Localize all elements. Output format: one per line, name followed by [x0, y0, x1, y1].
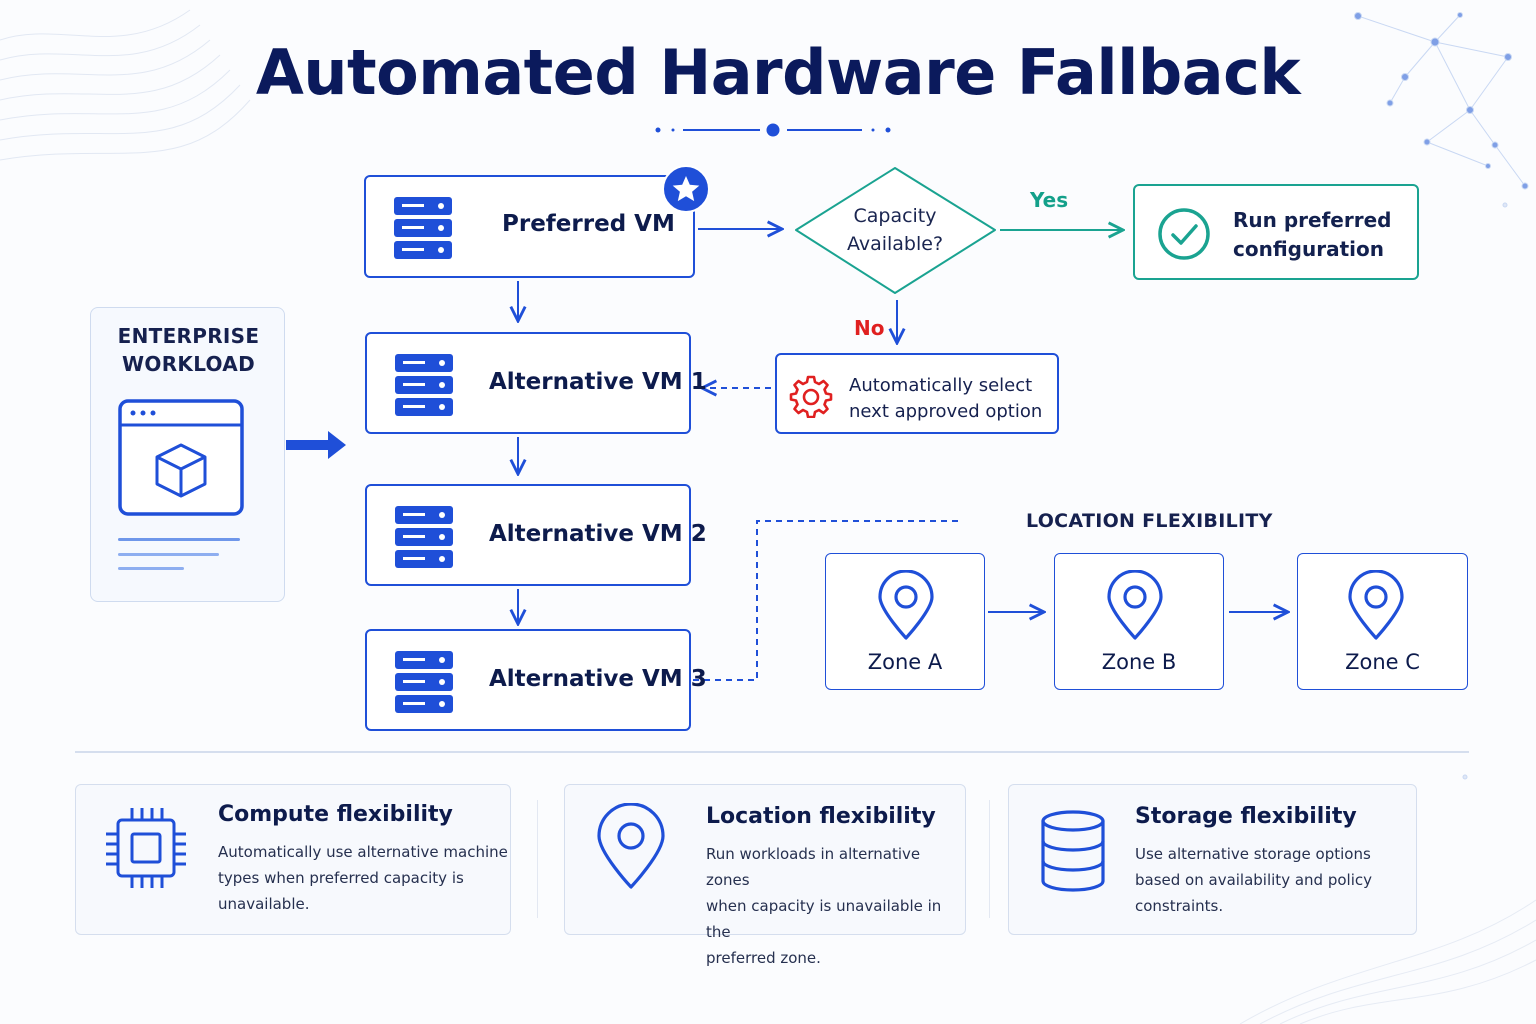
page-title: Automated Hardware Fallback: [255, 36, 1301, 109]
preferred-vm-card[interactable]: Preferred VM: [364, 165, 710, 278]
database-icon: [1041, 810, 1105, 892]
location-pin-icon: [597, 803, 665, 889]
feature-card-storage: Storage flexibility Use alternative stor…: [1008, 784, 1417, 935]
zone-label: Zone C: [1345, 650, 1420, 674]
location-flexibility-title: LOCATION FLEXIBILITY: [1026, 510, 1273, 532]
chip-icon: [106, 808, 186, 888]
feature-title: Storage flexibility: [1135, 804, 1357, 829]
vm-label: Alternative VM 2: [489, 521, 707, 547]
feature-separator: [989, 800, 990, 918]
title-divider: [655, 123, 891, 137]
run-preferred-label: Run preferred configuration: [1233, 208, 1392, 261]
yes-label: Yes: [1030, 188, 1069, 212]
feature-description: Run workloads in alternative zones when …: [706, 845, 942, 967]
vm-label: Preferred VM: [502, 211, 675, 237]
auto-select-label: Automatically select next approved optio…: [849, 375, 1043, 422]
workload-text-line: [118, 538, 240, 541]
run-preferred-card[interactable]: Run preferred configuration: [1133, 184, 1419, 280]
alternative-vm-3-card[interactable]: Alternative VM 3: [365, 629, 707, 731]
zone-a-card[interactable]: Zone A: [825, 553, 985, 690]
zone-b-card[interactable]: Zone B: [1054, 553, 1224, 690]
vm-label: Alternative VM 3: [489, 666, 707, 692]
check-circle-icon: [1158, 208, 1210, 260]
location-pin-icon: [878, 570, 934, 640]
zone-c-card[interactable]: Zone C: [1297, 553, 1468, 690]
server-icon: [395, 651, 453, 713]
server-icon: [395, 506, 453, 568]
server-icon: [394, 197, 452, 259]
feature-card-location: Location flexibility Run workloads in al…: [564, 784, 966, 967]
decision-label: Capacity Available?: [846, 205, 944, 255]
alternative-vm-1-card[interactable]: Alternative VM 1: [365, 332, 707, 434]
gear-icon: [789, 375, 833, 418]
feature-title: Location flexibility: [706, 804, 936, 829]
location-pin-icon: [1107, 570, 1163, 640]
vm-label: Alternative VM 1: [489, 369, 707, 395]
workload-arrow: [286, 431, 346, 459]
zone-label: Zone A: [867, 650, 943, 674]
star-icon: [662, 165, 710, 213]
server-icon: [395, 354, 453, 416]
zone-label: Zone B: [1101, 650, 1177, 674]
feature-description: Use alternative storage options based on…: [1135, 845, 1372, 915]
feature-title: Compute flexibility: [218, 802, 453, 827]
feature-separator: [537, 800, 538, 918]
workload-text-line: [118, 553, 219, 556]
workload-title: ENTERPRISE WORKLOAD: [117, 324, 260, 376]
section-divider: [75, 751, 1469, 753]
auto-select-card[interactable]: Automatically select next approved optio…: [775, 353, 1059, 434]
no-label: No: [854, 316, 885, 340]
feature-description: Automatically use alternative machine ty…: [218, 843, 508, 913]
location-pin-icon: [1348, 570, 1404, 640]
enterprise-workload-card: ENTERPRISE WORKLOAD: [90, 307, 285, 602]
app-window-cube-icon: [118, 399, 244, 516]
feature-card-compute: Compute flexibility Automatically use al…: [75, 784, 511, 935]
alternative-vm-2-card[interactable]: Alternative VM 2: [365, 484, 707, 586]
workload-text-line: [118, 567, 184, 570]
